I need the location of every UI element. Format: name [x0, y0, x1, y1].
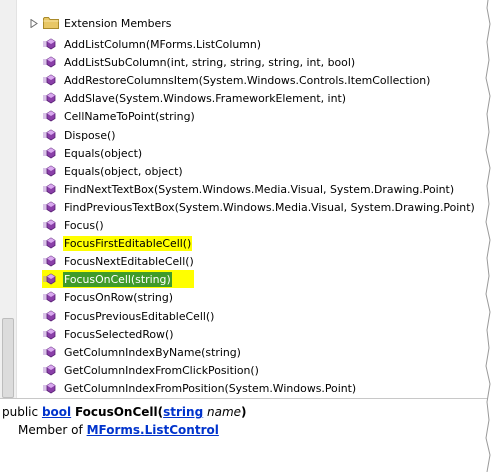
member-label: Dispose(): [64, 128, 116, 142]
member-label: GetColumnIndexFromClickPosition(): [64, 363, 259, 377]
member-label: GetColumnIndexByName(string): [64, 345, 241, 359]
method-icon: [43, 382, 56, 394]
expand-arrow-icon[interactable]: [30, 19, 38, 28]
method-icon: [43, 110, 56, 122]
tree-member-row[interactable]: Dispose(): [18, 126, 488, 144]
tree-member-row[interactable]: AddRestoreColumnsItem(System.Windows.Con…: [18, 71, 488, 89]
member-label: FocusOnRow(string): [64, 291, 173, 305]
folder-icon: [43, 17, 59, 29]
method-icon: [43, 129, 56, 140]
tree-group-extension-members[interactable]: Extension Members: [18, 14, 488, 32]
method-icon: [43, 92, 56, 104]
method-icon: [43, 56, 56, 68]
tree-member-row[interactable]: FocusOnRow(string): [18, 288, 488, 306]
method-icon: [43, 237, 56, 249]
return-type-link[interactable]: bool: [41, 405, 72, 419]
method-icon: [43, 255, 56, 267]
member-label: FocusFirstEditableCell(): [63, 236, 193, 252]
member-label: AddListSubColumn(int, string, string, st…: [64, 56, 356, 70]
tree-member-row[interactable]: Equals(object): [18, 144, 488, 162]
tree-member-row[interactable]: Equals(object, object): [18, 162, 488, 180]
member-label: Equals(object, object): [64, 164, 183, 178]
tree-member-row[interactable]: FocusOnCell(string): [18, 270, 488, 289]
signature-param-name: name: [207, 405, 242, 419]
member-of-label: Member of: [18, 423, 83, 437]
method-icon: [43, 165, 56, 177]
method-icon: [43, 183, 56, 195]
signature-modifier: public: [2, 405, 39, 419]
method-icon: [43, 328, 56, 340]
member-label: AddSlave(System.Windows.FrameworkElement…: [64, 92, 346, 106]
method-icon: [43, 310, 56, 321]
namespace-dot: .: [140, 423, 145, 437]
member-label: Equals(object): [64, 146, 143, 160]
method-icon: [43, 364, 56, 376]
tree-member-row[interactable]: FocusFirstEditableCell(): [18, 234, 488, 252]
member-label: FocusPreviousEditableCell(): [64, 309, 215, 323]
tree-vertical-scrollbar[interactable]: [0, 0, 17, 398]
tree-member-row[interactable]: AddSlave(System.Windows.FrameworkElement…: [18, 89, 488, 107]
tree-member-row[interactable]: Focus(): [18, 216, 488, 234]
member-label: FocusOnCell(string): [63, 272, 172, 288]
tree-member-row[interactable]: CellNameToPoint(string): [18, 107, 488, 125]
method-icon: [43, 291, 56, 303]
signature-method-name: FocusOnCell: [74, 405, 158, 419]
method-icon: [43, 147, 56, 159]
tree-member-row[interactable]: GetColumnIndexFromClickPosition(): [18, 361, 488, 379]
member-label: Focus(): [64, 219, 104, 232]
tree-member-row[interactable]: FocusSelectedRow(): [18, 325, 488, 343]
member-label: FocusNextEditableCell(): [64, 255, 194, 269]
method-icon: [43, 74, 56, 86]
tree-member-row[interactable]: FindPreviousTextBox(System.Windows.Media…: [18, 198, 488, 216]
method-icon: [43, 201, 56, 213]
tree-member-row[interactable]: FocusNextEditableCell(): [18, 252, 488, 270]
method-icon: [43, 273, 56, 285]
members-tree: Extension Members AddListColumn(MForms.L…: [18, 0, 488, 398]
tree-member-row[interactable]: AddListColumn(MForms.ListColumn): [18, 35, 488, 53]
tree-member-row[interactable]: GetColumnIndexFromPosition(System.Window…: [18, 379, 488, 397]
group-label: Extension Members: [64, 17, 172, 30]
member-label: CellNameToPoint(string): [64, 110, 195, 124]
member-description-pane: public bool FocusOnCell(string name) Mem…: [0, 402, 488, 472]
member-label: AddListColumn(MForms.ListColumn): [64, 38, 262, 51]
tree-member-row[interactable]: AddListSubColumn(int, string, string, st…: [18, 53, 488, 71]
method-icon: [43, 346, 56, 358]
method-icon: [43, 219, 56, 231]
signature-close-paren: ): [241, 405, 247, 419]
class-link[interactable]: ListControl: [144, 423, 219, 437]
member-label: FindNextTextBox(System.Windows.Media.Vis…: [64, 182, 455, 196]
member-of-line: Member of MForms.ListControl: [18, 423, 219, 437]
member-label: GetColumnIndexFromPosition(System.Window…: [64, 381, 357, 395]
member-label: FindPreviousTextBox(System.Windows.Media…: [64, 200, 475, 214]
pane-splitter[interactable]: [0, 398, 488, 402]
method-icon: [43, 38, 56, 50]
signature-open-paren: (: [157, 405, 164, 419]
member-label: AddRestoreColumnsItem(System.Windows.Con…: [64, 74, 431, 88]
tree-member-row[interactable]: FindNextTextBox(System.Windows.Media.Vis…: [18, 180, 488, 198]
tree-member-row[interactable]: GetColumnIndexByName(string): [18, 343, 488, 361]
param-type-link[interactable]: string: [163, 405, 204, 419]
member-label: FocusSelectedRow(): [64, 327, 174, 341]
namespace-link[interactable]: MForms: [86, 423, 141, 437]
tree-member-row[interactable]: FocusPreviousEditableCell(): [18, 307, 488, 325]
member-signature: public bool FocusOnCell(string name): [2, 405, 247, 419]
tree-scroll-thumb[interactable]: [2, 318, 14, 398]
